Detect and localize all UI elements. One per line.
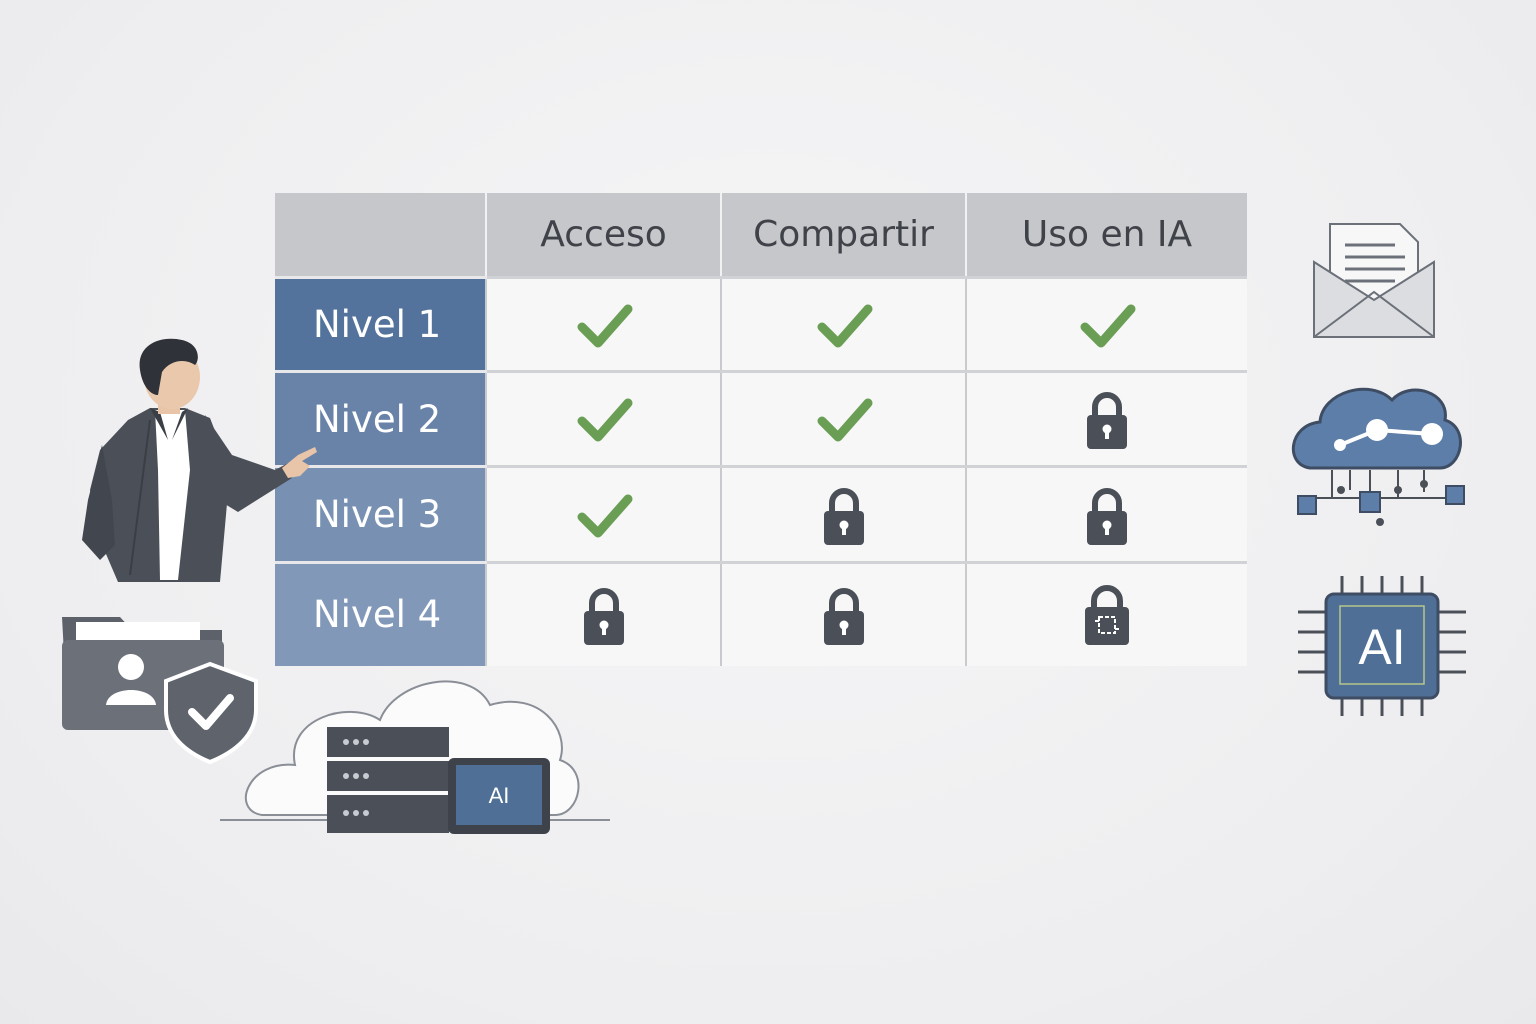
cell-nivel-1-compartir — [720, 276, 966, 372]
check-icon — [577, 398, 632, 442]
cell-nivel-3-uso-en-ia — [965, 465, 1247, 563]
lock-icon — [583, 587, 624, 645]
lock-icon — [823, 487, 864, 545]
cell-nivel-3-compartir — [720, 465, 966, 563]
column-header-acceso: Acceso — [485, 193, 721, 278]
tablet-ai-label: AI — [489, 783, 510, 808]
corner-cell — [275, 193, 486, 278]
cell-nivel-4-compartir — [720, 561, 966, 666]
secure-folder-icon — [62, 617, 258, 765]
lock-icon — [1087, 487, 1127, 545]
cell-nivel-4-uso-en-ia — [965, 561, 1247, 666]
check-icon — [817, 398, 872, 442]
row-nivel-4: Nivel 4 — [275, 561, 1247, 666]
lock-icon — [823, 587, 864, 645]
ai-lock-icon — [1085, 584, 1129, 645]
cell-nivel-3-acceso — [485, 465, 721, 563]
row-nivel-2: Nivel 2 — [275, 370, 1247, 467]
row-label-nivel-3: Nivel 3 — [275, 465, 486, 563]
column-header-uso-en-ia: Uso en IA — [965, 193, 1247, 278]
check-icon — [1080, 304, 1136, 347]
cell-nivel-1-uso-en-ia — [965, 276, 1247, 372]
cell-nivel-2-uso-en-ia — [965, 370, 1247, 467]
presenter-illustration — [82, 338, 317, 582]
cloud-network-icon — [1292, 387, 1465, 526]
row-label-nivel-1: Nivel 1 — [275, 276, 486, 372]
chip-ai-label: AI — [1358, 619, 1405, 675]
cell-nivel-4-acceso — [485, 561, 721, 666]
cell-nivel-1-acceso — [485, 276, 721, 372]
lock-icon — [1087, 392, 1127, 449]
cell-nivel-2-acceso — [485, 370, 721, 467]
header-row: Acceso Compartir Uso en IA — [275, 193, 1247, 278]
check-icon — [577, 304, 632, 347]
permission-matrix: Acceso Compartir Uso en IA Nivel 1 Nivel… — [275, 193, 1247, 666]
check-icon — [817, 304, 872, 347]
envelope-document-icon — [1313, 223, 1435, 338]
column-header-compartir: Compartir — [720, 193, 966, 278]
cloud-servers-illustration: AI — [220, 680, 610, 834]
check-icon — [577, 494, 632, 537]
row-label-nivel-4: Nivel 4 — [275, 561, 486, 666]
row-nivel-1: Nivel 1 — [275, 276, 1247, 372]
ai-chip-icon: AI — [1298, 576, 1466, 716]
row-nivel-3: Nivel 3 — [275, 465, 1247, 563]
cell-nivel-2-compartir — [720, 370, 966, 467]
